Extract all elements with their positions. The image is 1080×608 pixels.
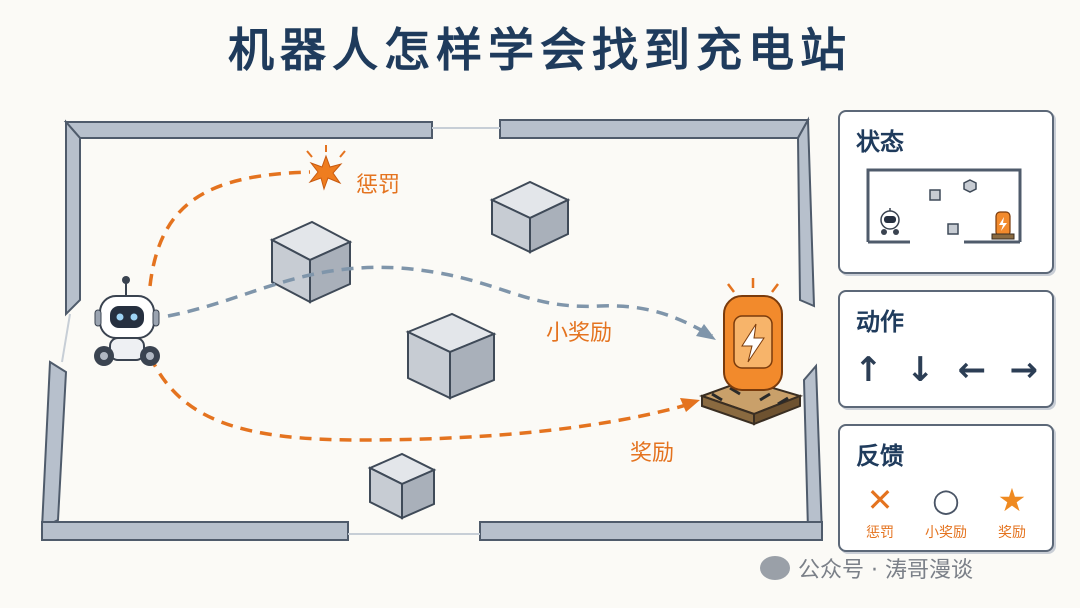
state-panel-title: 状态 [856, 128, 904, 156]
small-reward-path [167, 265, 713, 338]
feedback-panel: 反馈 ✕ 惩罚 ○ 小奖励 ★ 奖励 [838, 424, 1054, 552]
obstacle-boxes [269, 180, 571, 520]
minimap-robot-icon [880, 208, 900, 235]
action-panel-title: 动作 [856, 308, 904, 336]
penalty-burst-icon [306, 145, 346, 191]
obstacle-box [367, 452, 437, 520]
feedback-item-reward: ★ 奖励 [980, 480, 1044, 542]
minimap-charger-icon [991, 211, 1015, 240]
penalty-label: 惩罚 [356, 173, 400, 198]
cross-icon: ✕ [866, 481, 894, 519]
wall-gaps [61, 127, 500, 535]
wall-top-left [63, 121, 433, 139]
reward-arrowhead [680, 398, 700, 412]
feedback-item-penalty: ✕ 惩罚 [848, 480, 912, 542]
feedback-items: ✕ 惩罚 ○ 小奖励 ★ 奖励 [848, 480, 1044, 542]
small-reward-label: 小奖励 [546, 321, 612, 346]
arrow-up-icon: ↑ [854, 350, 883, 390]
page-title: 机器人怎样学会找到充电站 [228, 23, 852, 77]
arrow-left-icon: ← [957, 350, 987, 390]
obstacle-box [405, 312, 497, 400]
robot-icon [94, 276, 160, 366]
feedback-label: 小奖励 [925, 525, 967, 541]
wall-bottom-left [41, 521, 349, 541]
reward-path [148, 355, 691, 442]
obstacle-box [489, 180, 571, 254]
action-arrows: ↑ ↓ ← → [854, 350, 1038, 390]
feedback-panel-title: 反馈 [856, 442, 904, 470]
arrow-down-icon: ↓ [905, 350, 935, 390]
circle-icon: ○ [932, 481, 960, 519]
feedback-label: 奖励 [998, 525, 1026, 541]
wall-left-lower [40, 360, 68, 530]
feedback-item-small-reward: ○ 小奖励 [914, 480, 978, 542]
small-reward-arrowhead [696, 324, 716, 340]
feedback-label: 惩罚 [866, 525, 894, 541]
arena-walls [40, 116, 824, 541]
watermark-text: 公众号 · 涛哥漫谈 [798, 558, 973, 583]
arrow-right-icon: → [1009, 350, 1038, 390]
penalty-path [148, 170, 311, 287]
action-panel: 动作 ↑ ↓ ← → [838, 290, 1054, 408]
wall-bottom-right [479, 521, 823, 541]
obstacle-box [269, 220, 353, 304]
state-panel: 状态 [838, 110, 1054, 274]
wall-right-lower [802, 363, 824, 536]
wall-right-upper [796, 116, 816, 308]
star-icon: ★ [997, 481, 1027, 519]
reward-label: 奖励 [630, 441, 674, 466]
state-minimap [866, 168, 1022, 244]
wall-left-upper [65, 119, 81, 317]
wall-top-right [499, 119, 810, 139]
wechat-icon [760, 556, 790, 580]
watermark: 公众号 · 涛哥漫谈 [760, 552, 973, 584]
charging-station-icon [699, 278, 804, 426]
